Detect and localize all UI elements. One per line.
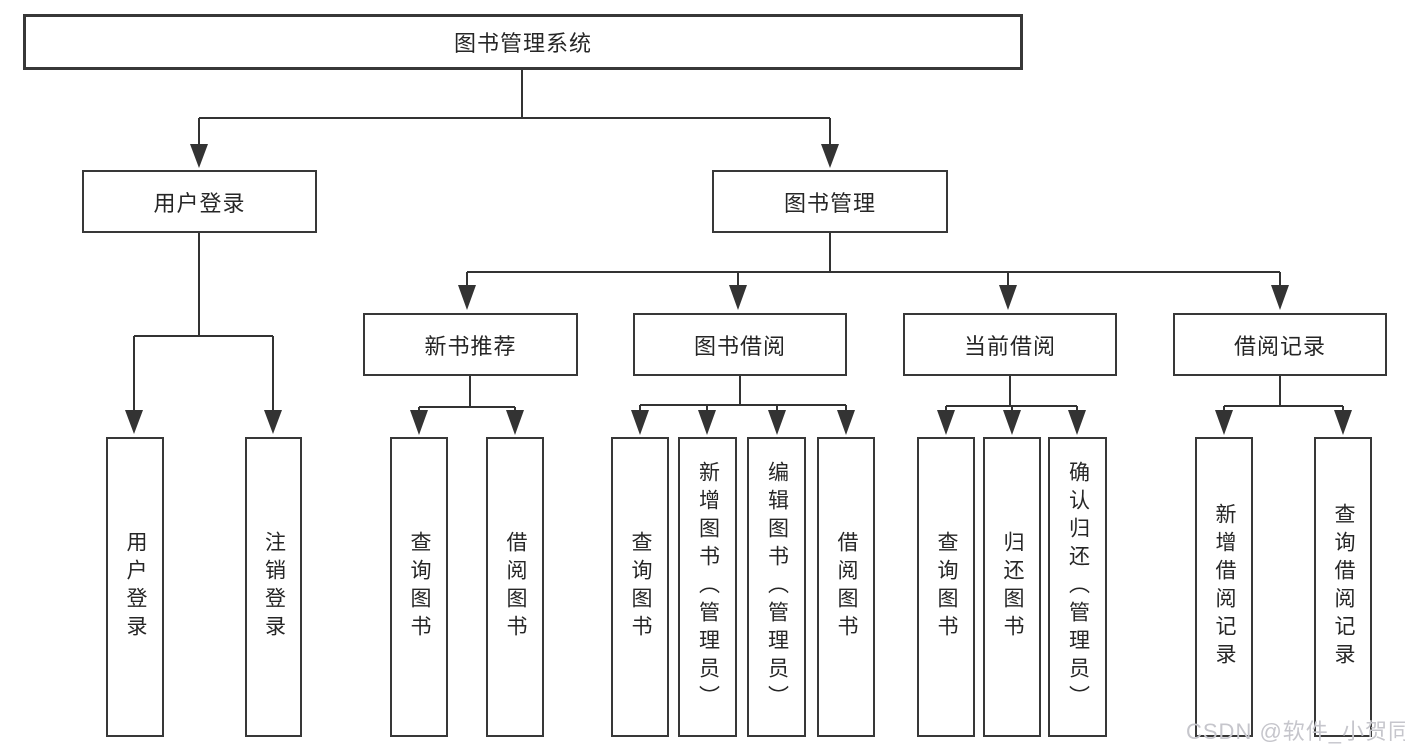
connector-line [198,69,831,150]
csdn-watermark: CSDN @软件_小贺同学 [1186,719,1405,744]
node-book-management: 图书管理 [712,170,948,233]
node-current-borrowing: 当前借阅 [903,313,1117,376]
node-book-management-label: 图书管理 [783,190,876,216]
connector-user-login-subtree [125,233,282,434]
leaf-borrow-books-borrow: 借阅图书 [817,437,875,737]
node-user-login-label: 用户登录 [153,190,246,216]
leaf-query-books-current-label: 查询图书 [935,531,958,643]
leaf-query-books-borrow-label: 查询图书 [629,531,652,643]
connector-line [418,376,516,414]
leaf-query-books-newbook: 查询图书 [390,437,448,737]
arrow-down-icon [937,410,1086,435]
connector-current-borrow-subtree [937,376,1086,435]
arrow-down-icon [1215,410,1352,435]
node-borrowing-records: 借阅记录 [1173,313,1387,376]
leaf-add-borrow-record: 新增借阅记录 [1195,437,1253,737]
leaf-user-login-label: 用户登录 [124,531,147,643]
connector-line [945,376,1078,414]
leaf-confirm-return-admin: 确认归还（管理员） [1048,437,1107,737]
leaf-edit-book-admin: 编辑图书（管理员） [747,437,806,737]
leaf-edit-book-admin-label: 编辑图书（管理员） [765,461,789,713]
node-library-system-label: 图书管理系统 [453,31,592,56]
node-book-borrowing: 图书借阅 [633,313,847,376]
arrow-down-icon [125,410,282,434]
leaf-return-book-label: 归还图书 [1001,531,1024,643]
leaf-return-book: 归还图书 [983,437,1041,737]
node-current-borrowing-label: 当前借阅 [963,333,1056,359]
node-new-book-recommendation-label: 新书推荐 [424,333,517,359]
connector-line [1223,376,1344,414]
leaf-borrow-books-borrow-label: 借阅图书 [835,531,858,643]
node-borrowing-records-label: 借阅记录 [1233,333,1326,359]
leaf-add-book-admin-label: 新增图书（管理员） [696,461,720,713]
leaf-query-borrow-record: 查询借阅记录 [1314,437,1372,737]
node-book-borrowing-label: 图书借阅 [693,333,786,359]
connector-line [639,376,847,414]
node-user-login: 用户登录 [82,170,317,233]
arrow-down-icon [631,410,855,435]
leaf-query-books-borrow: 查询图书 [611,437,669,737]
leaf-logout: 注销登录 [245,437,302,737]
node-library-system: 图书管理系统 [23,14,1023,70]
connector-book-borrow-subtree [631,376,855,435]
leaf-add-book-admin: 新增图书（管理员） [678,437,737,737]
connector-line [133,233,274,414]
node-new-book-recommendation: 新书推荐 [363,313,578,376]
leaf-borrow-books-newbook-label: 借阅图书 [504,531,527,643]
leaf-query-borrow-record-label: 查询借阅记录 [1332,503,1355,671]
connector-line [466,233,1281,290]
leaf-query-books-newbook-label: 查询图书 [408,531,431,643]
leaf-query-books-current: 查询图书 [917,437,975,737]
leaf-add-borrow-record-label: 新增借阅记录 [1213,503,1236,671]
connector-root-to-level2 [190,69,839,168]
arrow-down-icon [458,285,1289,310]
arrow-down-icon [190,144,839,168]
leaf-borrow-books-newbook: 借阅图书 [486,437,544,737]
leaf-user-login: 用户登录 [106,437,164,737]
connector-borrow-record-subtree [1215,376,1352,435]
leaf-confirm-return-admin-label: 确认归还（管理员） [1066,461,1090,713]
connector-book-management-subtree [458,233,1289,310]
connector-new-book-subtree [410,376,524,435]
arrow-down-icon [410,410,524,435]
leaf-logout-label: 注销登录 [262,531,286,643]
